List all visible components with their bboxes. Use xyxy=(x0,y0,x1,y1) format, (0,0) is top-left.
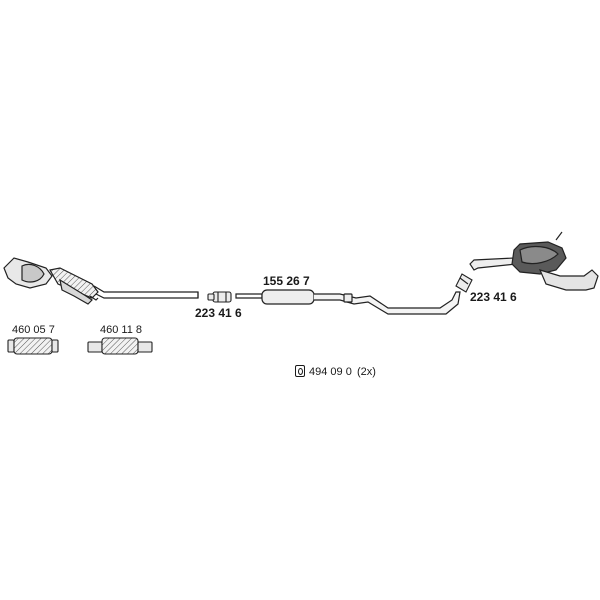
pipe-clamp-2-shape xyxy=(455,273,473,293)
pipe-clamp-1-label: 223 41 6 xyxy=(195,306,242,320)
pipe-clamp-2-label: 223 41 6 xyxy=(470,290,517,304)
rear-silencer xyxy=(469,231,599,291)
catalytic-converter xyxy=(3,257,99,305)
mounting-kit-quantity: (2x) xyxy=(357,366,376,378)
front-pipe xyxy=(89,285,199,301)
flex-pipe-1-shape xyxy=(7,337,59,355)
flex-pipe-2-label: 460 11 8 xyxy=(100,324,143,336)
pipe-clamp-1-shape xyxy=(207,291,232,303)
mounting-kit-label: 494 09 0 xyxy=(309,366,352,378)
middle-pipe-with-silencer xyxy=(235,289,461,315)
flex-pipe-1-label: 460 05 7 xyxy=(12,324,55,336)
mounting-kit-icon xyxy=(295,365,305,377)
flex-pipe-2-shape xyxy=(87,337,153,355)
middle-silencer-label: 155 26 7 xyxy=(263,274,310,288)
